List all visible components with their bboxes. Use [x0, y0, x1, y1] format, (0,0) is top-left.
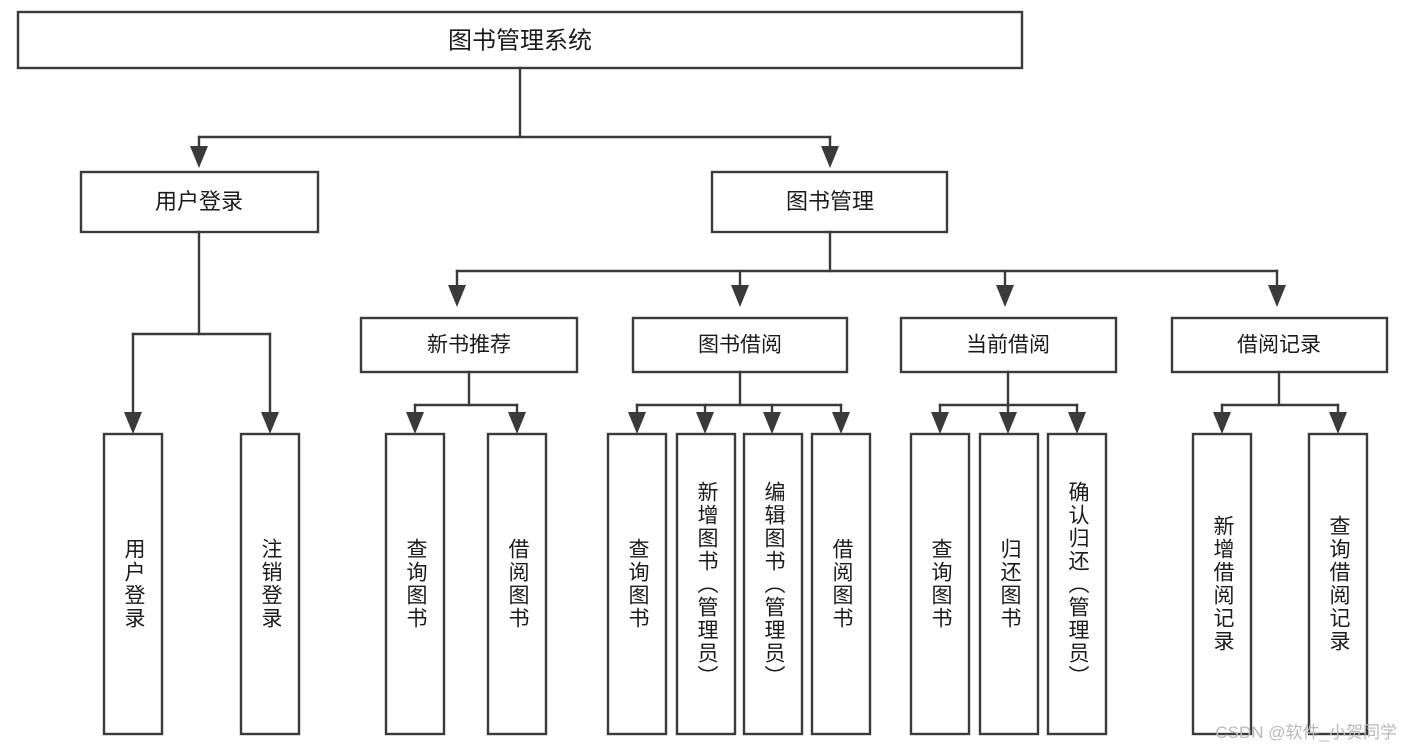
- leaf-node-logout[interactable]: 注销登录: [239, 432, 301, 736]
- leaf-node-return-book[interactable]: 归还图书: [978, 432, 1040, 736]
- leaf-node-query-book-2[interactable]: 查询图书: [606, 432, 668, 736]
- leaf-box: [978, 432, 1040, 736]
- leaf-node-user-login[interactable]: 用户登录: [102, 432, 164, 736]
- arrow-to-leaf-query-book-2: [628, 412, 646, 434]
- leaf-box: [1191, 432, 1253, 736]
- arrow-to-user-login: [190, 146, 208, 168]
- borrow-records-label: 借阅记录: [1237, 334, 1321, 357]
- leaf-label: 查询图书: [404, 538, 427, 630]
- leaf-node-confirm-return[interactable]: 确认归还（管理员）: [1046, 432, 1108, 736]
- connector-book-manage-to-level2: [448, 230, 1286, 307]
- current-borrow-label: 当前借阅: [966, 334, 1050, 357]
- arrow-to-leaf-query-record: [1329, 412, 1347, 434]
- leaf-box: [1046, 432, 1108, 736]
- new-books-box: [359, 316, 579, 374]
- node-root[interactable]: 图书管理系统: [16, 10, 1024, 70]
- arrow-to-borrow-books: [731, 285, 749, 307]
- book-manage-label: 图书管理: [786, 189, 874, 214]
- node-borrow-records[interactable]: 借阅记录: [1170, 316, 1389, 374]
- leaf-label: 编辑图书（管理员）: [762, 480, 785, 688]
- arrow-to-leaf-confirm-return: [1068, 412, 1086, 434]
- leaf-label: 查询图书: [929, 538, 952, 630]
- arrow-to-leaf-user-login: [124, 412, 142, 434]
- leaf-box: [486, 432, 548, 736]
- leaf-label: 查询借阅记录: [1327, 515, 1350, 653]
- new-books-label: 新书推荐: [427, 334, 511, 357]
- leaf-box: [102, 432, 164, 736]
- root-label: 图书管理系统: [448, 27, 592, 54]
- leaf-node-query-record[interactable]: 查询借阅记录: [1307, 432, 1369, 736]
- leaf-box: [675, 432, 737, 736]
- root-box: [16, 10, 1024, 70]
- arrow-to-book-manage: [821, 146, 839, 168]
- leaf-box: [742, 432, 804, 736]
- current-borrow-box: [899, 316, 1118, 374]
- arrow-to-leaf-query-book-1: [406, 412, 424, 434]
- leaf-label: 归还图书: [998, 538, 1021, 630]
- arrow-to-leaf-return-book: [999, 412, 1017, 434]
- arrow-to-leaf-query-book-3: [931, 412, 949, 434]
- leaf-node-query-book-3[interactable]: 查询图书: [909, 432, 971, 736]
- connector-new-books-to-leaves: [406, 370, 526, 434]
- node-current-borrow[interactable]: 当前借阅: [899, 316, 1118, 374]
- leaf-box: [606, 432, 668, 736]
- leaf-node-add-record[interactable]: 新增借阅记录: [1191, 432, 1253, 736]
- leaf-label: 借阅图书: [830, 538, 853, 630]
- connector-borrow-records-to-leaves: [1213, 370, 1347, 434]
- leaf-box: [239, 432, 301, 736]
- leaf-box: [909, 432, 971, 736]
- leaf-box: [1307, 432, 1369, 736]
- arrow-to-borrow-records: [1268, 285, 1286, 307]
- arrow-to-leaf-edit-book: [763, 412, 781, 434]
- leaf-node-query-book-1[interactable]: 查询图书: [384, 432, 446, 736]
- leaf-node-borrow-book-1[interactable]: 借阅图书: [486, 432, 548, 736]
- node-user-login[interactable]: 用户登录: [79, 170, 320, 234]
- leaf-label: 用户登录: [122, 538, 145, 630]
- connector-root-to-level1: [190, 66, 839, 168]
- leaf-label: 查询图书: [626, 538, 649, 630]
- leaf-label: 借阅图书: [506, 538, 529, 630]
- leaf-label: 新增借阅记录: [1211, 515, 1234, 653]
- leaf-node-add-book[interactable]: 新增图书（管理员）: [675, 432, 737, 736]
- node-borrow-books[interactable]: 图书借阅: [631, 316, 849, 374]
- borrow-books-label: 图书借阅: [698, 334, 782, 357]
- leaf-label: 确认归还（管理员）: [1066, 480, 1089, 688]
- arrow-to-leaf-borrow-book-2: [832, 412, 850, 434]
- leaf-node-edit-book[interactable]: 编辑图书（管理员）: [742, 432, 804, 736]
- leaf-box: [384, 432, 446, 736]
- arrow-to-leaf-logout: [261, 412, 279, 434]
- connector-current-borrow-to-leaves: [931, 370, 1086, 434]
- leaf-node-borrow-book-2[interactable]: 借阅图书: [810, 432, 872, 736]
- connector-borrow-books-to-leaves: [628, 370, 850, 434]
- node-book-manage[interactable]: 图书管理: [710, 170, 949, 234]
- arrow-to-current-borrow: [996, 285, 1014, 307]
- user-login-label: 用户登录: [155, 189, 243, 214]
- arrow-to-leaf-borrow-book-1: [508, 412, 526, 434]
- arrow-to-leaf-add-book: [696, 412, 714, 434]
- arrow-to-leaf-add-record: [1213, 412, 1231, 434]
- connector-user-login-to-leaves: [124, 230, 279, 434]
- node-new-books[interactable]: 新书推荐: [359, 316, 579, 374]
- leaf-box: [810, 432, 872, 736]
- user-login-box: [79, 170, 320, 234]
- leaf-label: 注销登录: [259, 538, 282, 630]
- arrow-to-new-books: [448, 285, 466, 307]
- leaf-label: 新增图书（管理员）: [695, 480, 718, 688]
